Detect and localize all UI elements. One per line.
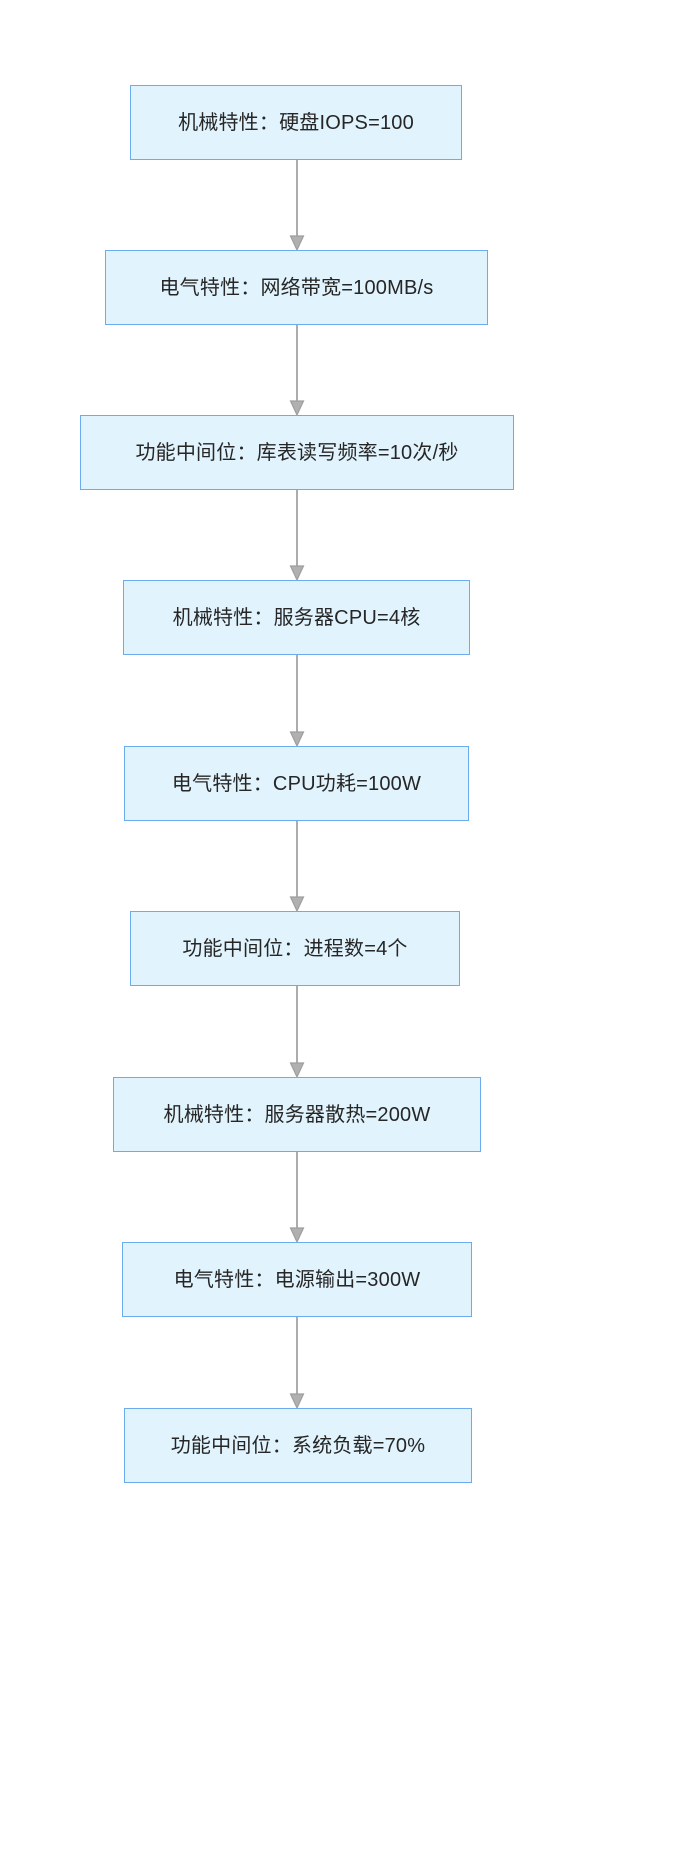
flow-node-2-label: 电气特性：网络带宽=100MB/s <box>159 276 434 299</box>
flow-node-1[interactable]: 机械特性：硬盘IOPS=100 <box>130 85 462 160</box>
flow-node-9[interactable]: 功能中间位：系统负载=70% <box>124 1408 472 1483</box>
edge-arrowhead-2 <box>289 400 305 417</box>
edge-arrowhead-7 <box>289 1227 305 1244</box>
flow-node-5-label: 电气特性：CPU功耗=100W <box>171 772 422 795</box>
flow-node-3-label: 功能中间位：库表读写频率=10次/秒 <box>135 441 459 464</box>
edge-arrowhead-3 <box>289 565 305 582</box>
flow-node-5[interactable]: 电气特性：CPU功耗=100W <box>124 746 469 821</box>
flow-node-7[interactable]: 机械特性：服务器散热=200W <box>113 1077 481 1152</box>
flow-node-7-label: 机械特性：服务器散热=200W <box>163 1103 431 1126</box>
edge-arrowhead-6 <box>289 1062 305 1079</box>
flow-node-9-label: 功能中间位：系统负载=70% <box>170 1434 426 1457</box>
flow-node-3[interactable]: 功能中间位：库表读写频率=10次/秒 <box>80 415 514 490</box>
edge-arrowhead-8 <box>289 1393 305 1410</box>
edge-arrowhead-4 <box>289 731 305 748</box>
flow-node-6-label: 功能中间位：进程数=4个 <box>182 937 408 960</box>
edge-arrowhead-5 <box>289 896 305 913</box>
flow-node-2[interactable]: 电气特性：网络带宽=100MB/s <box>105 250 488 325</box>
edge-arrowhead-1 <box>289 235 305 252</box>
flow-node-4[interactable]: 机械特性：服务器CPU=4核 <box>123 580 470 655</box>
flow-node-8[interactable]: 电气特性：电源输出=300W <box>122 1242 472 1317</box>
flow-node-8-label: 电气特性：电源输出=300W <box>173 1268 421 1291</box>
flow-node-4-label: 机械特性：服务器CPU=4核 <box>172 606 421 629</box>
flow-node-1-label: 机械特性：硬盘IOPS=100 <box>178 111 414 134</box>
flow-node-6[interactable]: 功能中间位：进程数=4个 <box>130 911 460 986</box>
